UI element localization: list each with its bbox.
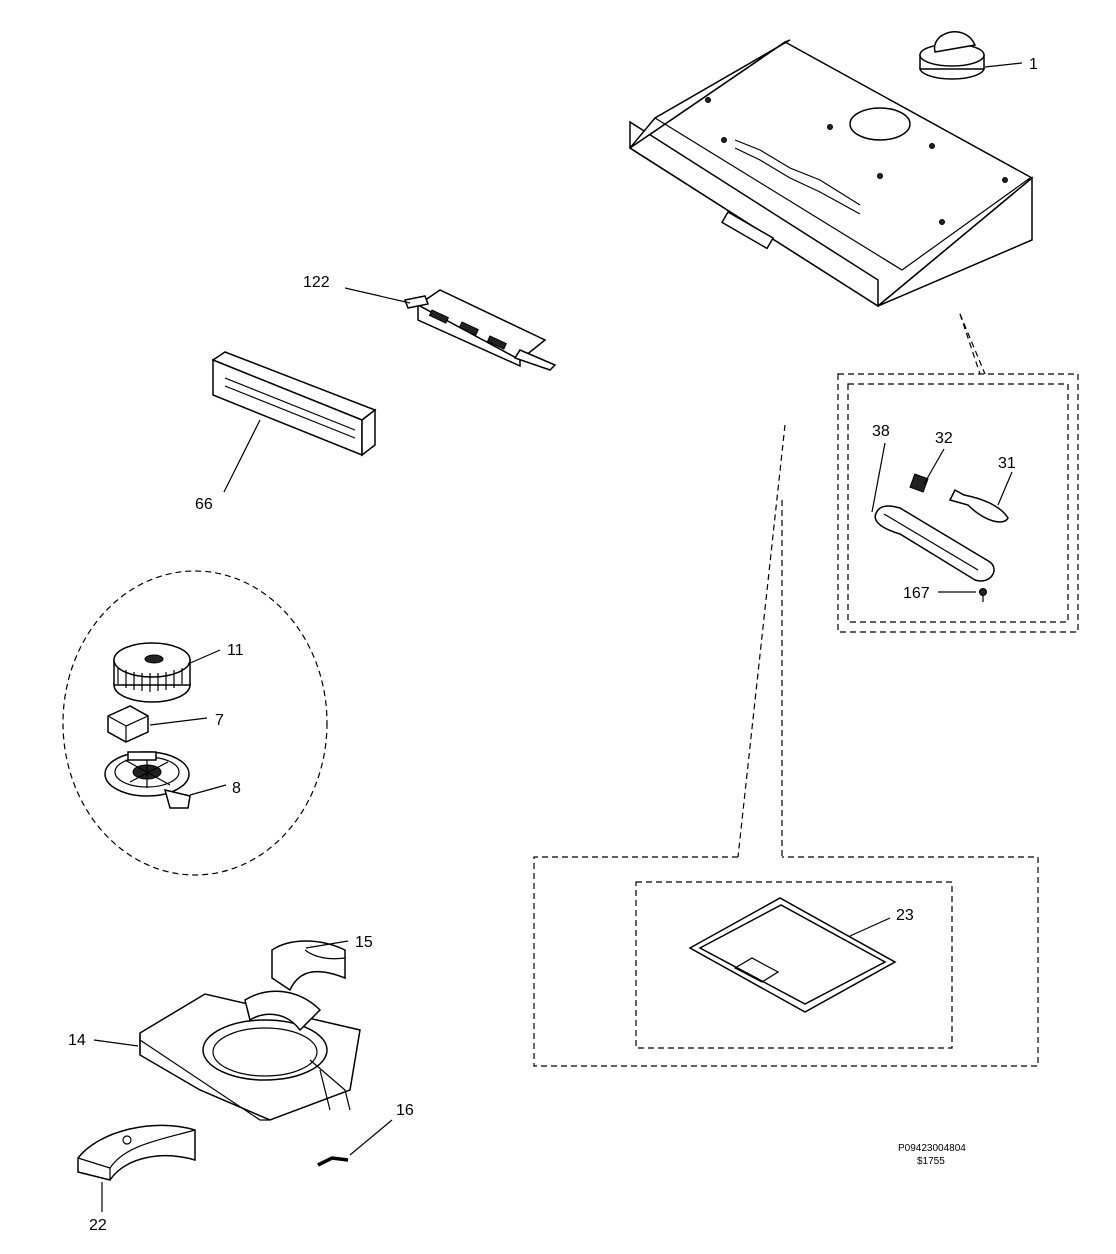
label-16: 16 — [396, 1102, 414, 1119]
label-38: 38 — [872, 423, 890, 440]
sheet-code: $1755 — [917, 1156, 945, 1167]
drawing-code: P09423004804 — [898, 1143, 966, 1154]
part-23-grease-filter — [688, 897, 897, 1013]
leader-8 — [189, 784, 227, 796]
leader-38 — [871, 442, 886, 513]
leader-23 — [849, 917, 891, 937]
range-hood-body — [628, 39, 1034, 308]
leader-32 — [923, 448, 945, 485]
part-38-light-lens — [874, 505, 995, 582]
part-11-blower-wheel — [113, 642, 191, 703]
label-11: 11 — [227, 642, 244, 659]
label-8: 8 — [232, 780, 241, 797]
label-1: 1 — [1029, 56, 1038, 73]
leader-14 — [93, 1039, 139, 1047]
leader-122 — [344, 287, 411, 304]
label-22: 22 — [89, 1217, 107, 1234]
part-31-bulb — [948, 488, 1009, 523]
leader-31 — [997, 471, 1013, 506]
part-122-switch — [403, 289, 557, 371]
label-15: 15 — [355, 934, 373, 951]
leader-1 — [984, 62, 1023, 68]
part-14-blower-housing — [139, 990, 361, 1121]
label-31: 31 — [998, 455, 1016, 472]
leader-66 — [223, 419, 261, 493]
part-7-capacitor — [107, 705, 149, 743]
part-8-motor — [104, 751, 191, 809]
part-22-duct-transition — [77, 1124, 196, 1181]
label-167: 167 — [903, 585, 930, 602]
leader-15 — [305, 940, 349, 949]
part-16-wire-clip — [317, 1156, 349, 1167]
part-32-lamp-socket — [909, 473, 929, 493]
label-122: 122 — [303, 274, 330, 291]
label-14: 14 — [68, 1032, 86, 1049]
part-66-control-panel — [211, 351, 377, 457]
leader-11 — [187, 649, 221, 665]
label-66: 66 — [195, 496, 213, 513]
filter-detail-box — [533, 424, 1039, 1067]
leader-7 — [149, 717, 208, 726]
part-167-screw — [979, 588, 987, 602]
label-7: 7 — [215, 712, 224, 729]
leader-16 — [349, 1119, 393, 1156]
part-15-scroll-piece — [271, 940, 346, 992]
light-detail-box — [837, 313, 1079, 633]
motor-detail-ellipse — [62, 570, 328, 876]
label-23: 23 — [896, 907, 914, 924]
part-1-damper-collar — [919, 31, 985, 80]
label-32: 32 — [935, 430, 953, 447]
